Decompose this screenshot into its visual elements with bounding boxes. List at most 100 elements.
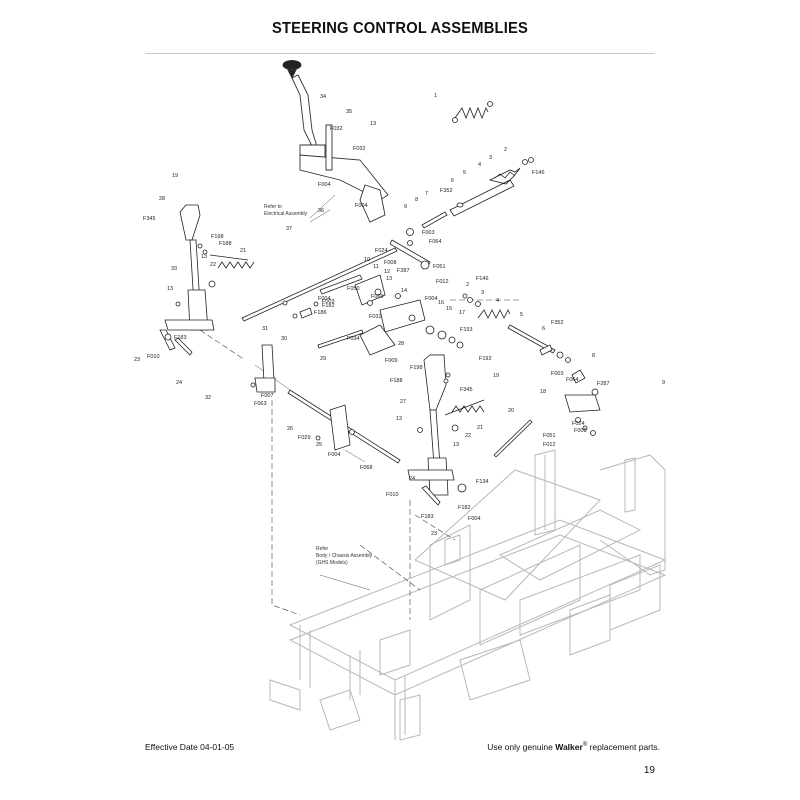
callout: F004 [425, 296, 438, 302]
callout: F186 [314, 310, 327, 316]
note-chassis-line1: Refer [316, 546, 329, 552]
callout: 8 [415, 197, 418, 203]
right-control-lever [407, 354, 485, 506]
callout: F032 [369, 314, 382, 320]
callout: 21 [477, 425, 483, 431]
footer-notice: Use only genuine Walker® replacement par… [487, 742, 660, 752]
chassis-frame [269, 449, 667, 741]
callout: F051 [433, 264, 446, 270]
callout: 13 [396, 416, 402, 422]
reference-lines [199, 299, 520, 620]
callout: F010 [386, 492, 399, 498]
callout: F004 [318, 182, 331, 188]
callout: F009 [385, 358, 398, 364]
steering-lever-34 [282, 60, 389, 223]
callout: 5 [463, 170, 466, 176]
callout: F352 [551, 320, 564, 326]
callout: F287 [597, 381, 610, 387]
callout: 22 [465, 433, 471, 439]
callout: 35 [346, 109, 352, 115]
callout: 15 [446, 306, 452, 312]
rod-37 [241, 247, 398, 322]
callout: 24 [409, 476, 415, 482]
callout: F183 [421, 514, 434, 520]
callout: 13 [167, 286, 173, 292]
callout: F345 [143, 216, 156, 222]
title-rule [145, 53, 655, 54]
reference-notes: Refer to Electrical Assembly Refer Body … [264, 204, 373, 566]
callout: 6 [451, 178, 454, 184]
bracket-32 [250, 344, 276, 393]
callout: 9 [662, 380, 665, 386]
callout: 9 [404, 204, 407, 210]
callout: F182 [458, 505, 471, 511]
callout: F146 [532, 170, 545, 176]
callout: 21 [240, 248, 246, 254]
callout: F007 [261, 393, 274, 399]
callout: 32 [205, 395, 211, 401]
upper-rod-assembly [389, 157, 534, 270]
callout: 4 [478, 162, 481, 168]
callout: 29 [320, 356, 326, 362]
callout: 6 [542, 326, 545, 332]
center-pivot-assembly [292, 274, 481, 356]
effective-date: Effective Date 04-01-05 [145, 742, 235, 752]
part-callouts: 34 35 F032 13 F032 F004 36 F004 1 2 3 4 … [134, 93, 665, 537]
callout: F287 [397, 268, 410, 274]
footer-prefix: Use only genuine [487, 742, 556, 752]
callout: 28 [398, 341, 404, 347]
callout: F134 [476, 479, 489, 485]
callout: 30 [281, 336, 287, 342]
callout: 36 [318, 208, 324, 214]
callout: 19 [493, 373, 499, 379]
callout: 2 [504, 147, 507, 153]
callout: F012 [543, 442, 556, 448]
callout: F183 [174, 335, 187, 341]
rod-20 [493, 419, 533, 458]
callout: F003 [422, 230, 435, 236]
callout: F012 [436, 279, 449, 285]
callout: F188 [219, 241, 232, 247]
callout: 31 [262, 326, 268, 332]
callout: F010 [147, 354, 160, 360]
callout: 13 [386, 276, 392, 282]
callout: F003 [551, 371, 564, 377]
callout: F032 [330, 126, 343, 132]
note-chassis-line3: (GHS Models) [316, 560, 348, 566]
callout: F068 [360, 465, 373, 471]
page-number: 19 [643, 765, 655, 776]
callout: 12 [384, 269, 390, 275]
callout: F008 [384, 260, 397, 266]
callout: F051 [543, 433, 556, 439]
note-electrical-line2: Electrical Assembly [264, 211, 308, 217]
callout: F024 [572, 421, 585, 427]
link-29 [282, 300, 364, 349]
callout: F193 [460, 327, 473, 333]
callout: 34 [320, 94, 326, 100]
callout: F050 [347, 286, 360, 292]
left-control-lever [159, 204, 255, 356]
callout: 27 [400, 399, 406, 405]
callout: 11 [373, 264, 379, 270]
footer-brand: Walker [555, 742, 583, 752]
callout: 24 [176, 380, 182, 386]
right-spring-assembly [477, 309, 571, 363]
callout: F004 [468, 516, 481, 522]
callout: 17 [459, 310, 465, 316]
callout: 18 [540, 389, 546, 395]
callout: 2 [466, 282, 469, 288]
callout: F069 [371, 294, 384, 300]
cross-shaft-26 [287, 389, 401, 464]
note-chassis-line2: Body / Chassis Assembly [316, 553, 373, 559]
callout: F064 [566, 377, 579, 383]
callout: F182 [322, 303, 335, 309]
spring-1 [452, 101, 493, 123]
callout: F198 [211, 234, 224, 240]
callout: 3 [481, 290, 484, 296]
footer-suffix: replacement parts. [587, 742, 660, 752]
callout: F345 [460, 387, 473, 393]
callout: 25 [316, 442, 322, 448]
page-title: STEERING CONTROL ASSEMBLIES [271, 20, 529, 37]
callout: 13 [201, 254, 207, 260]
